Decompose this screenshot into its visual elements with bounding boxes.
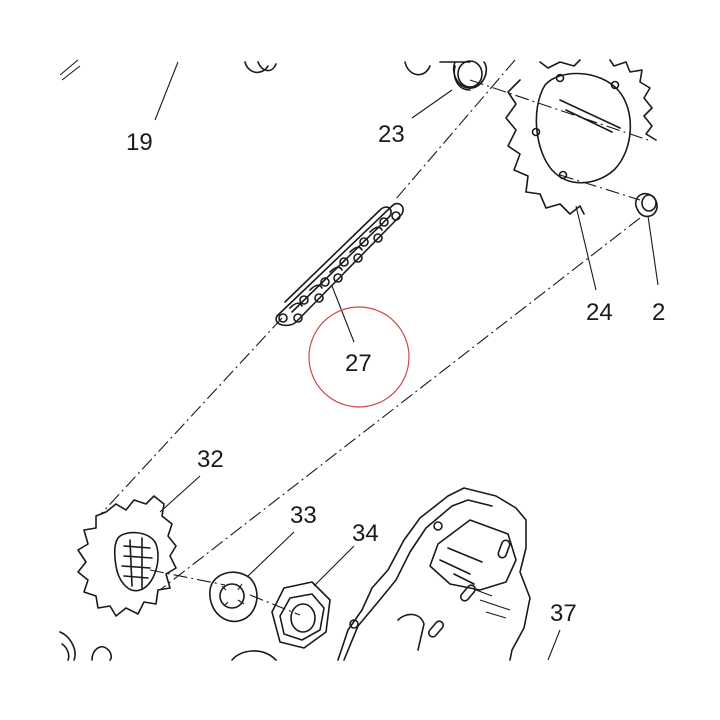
spacer-25 bbox=[634, 192, 658, 218]
callout-37: 37 bbox=[550, 600, 577, 627]
leader-lines bbox=[154, 61, 659, 661]
lock-washer bbox=[209, 571, 258, 623]
callout-labels: 19 23 24 2 27 32 33 34 37 bbox=[126, 121, 665, 627]
callout-33: 33 bbox=[290, 502, 317, 529]
sprocket-nut bbox=[271, 581, 331, 649]
top-edge-parts bbox=[59, 59, 488, 91]
callout-24: 24 bbox=[586, 299, 613, 326]
callout-19: 19 bbox=[126, 129, 153, 156]
highlight-circle bbox=[308, 306, 410, 408]
callout-32: 32 bbox=[197, 446, 224, 473]
axis-lines bbox=[99, 59, 649, 616]
sprocket-cover bbox=[337, 487, 531, 661]
bottom-edge-parts bbox=[59, 631, 277, 661]
callout-27: 27 bbox=[345, 350, 372, 377]
callout-25: 2 bbox=[652, 299, 665, 326]
rear-sprocket bbox=[505, 59, 657, 215]
callout-34: 34 bbox=[352, 520, 379, 547]
front-sprocket bbox=[77, 495, 177, 617]
drive-chain bbox=[275, 202, 404, 327]
callout-23: 23 bbox=[378, 121, 405, 148]
